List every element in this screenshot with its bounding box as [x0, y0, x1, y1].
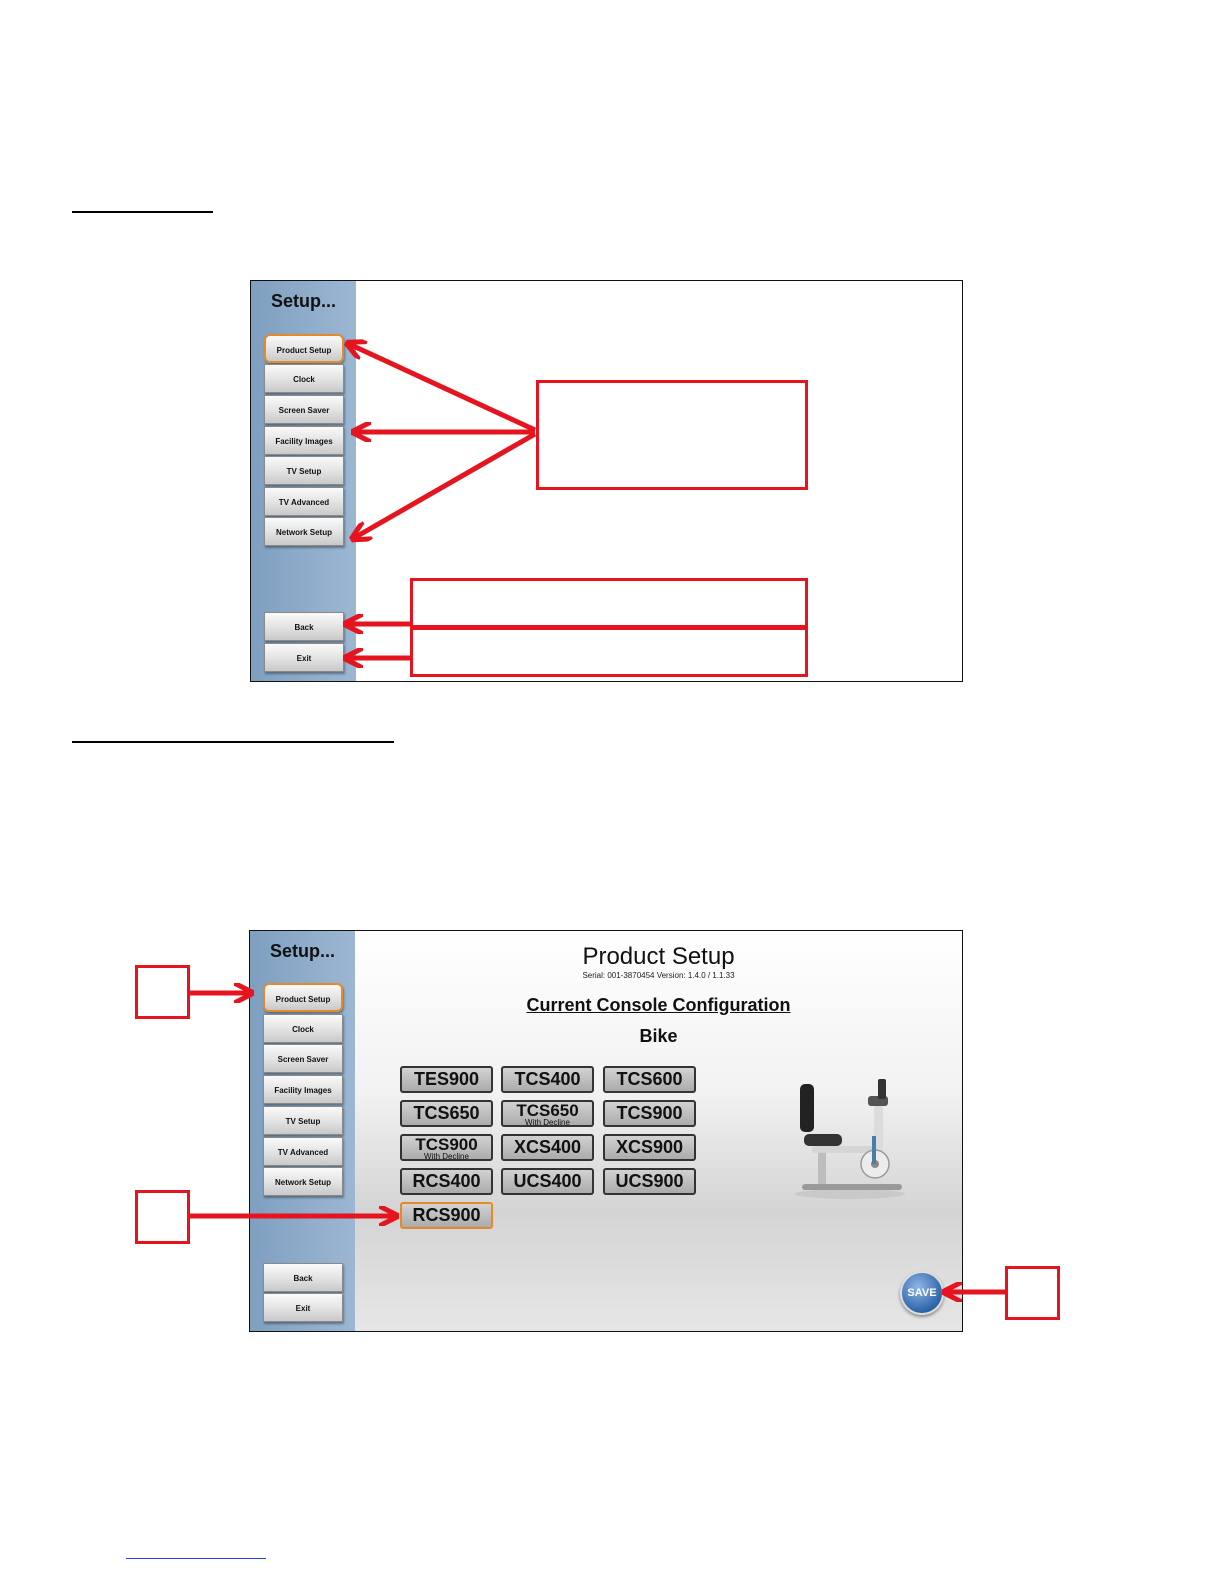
- model-tcs400-button[interactable]: TCS400: [501, 1066, 594, 1093]
- menu-tv-setup-button[interactable]: TV Setup: [263, 1106, 343, 1135]
- model-label: TCS650: [516, 1101, 579, 1120]
- model-label: UCS400: [513, 1171, 582, 1191]
- model-label: UCS900: [615, 1171, 684, 1191]
- model-label: TCS900: [415, 1135, 478, 1154]
- menu-network-setup-button[interactable]: Network Setup: [264, 517, 344, 546]
- sidebar: Setup... Product Setup Clock Screen Save…: [251, 281, 356, 681]
- annotation-number-box-2: [135, 1190, 190, 1244]
- arrow-to-network-setup: [354, 431, 537, 538]
- section-heading-underline-1: [72, 211, 213, 213]
- menu-network-setup-button[interactable]: Network Setup: [263, 1167, 343, 1196]
- sidebar-title: Setup...: [270, 941, 336, 961]
- main-setup-screenshot: Setup... Product Setup Clock Screen Save…: [250, 280, 963, 682]
- model-sublabel: With Decline: [424, 1152, 469, 1161]
- model-label: XCS400: [513, 1137, 582, 1157]
- model-label: TES900: [413, 1069, 480, 1089]
- page-title: Product Setup: [582, 943, 735, 970]
- menu-product-setup-button[interactable]: Product Setup: [263, 983, 343, 1012]
- menu-clock-button[interactable]: Clock: [263, 1014, 343, 1043]
- model-label: TCS400: [514, 1069, 581, 1089]
- model-tcs600-button[interactable]: TCS600: [603, 1066, 696, 1093]
- config-type: Bike: [639, 1026, 678, 1046]
- model-sublabel: With Decline: [525, 1118, 570, 1127]
- exit-button[interactable]: Exit: [263, 1293, 343, 1322]
- model-tcs900-button[interactable]: TCS900: [603, 1100, 696, 1127]
- model-label: TCS600: [616, 1069, 683, 1089]
- section-heading-underline-2: [72, 741, 394, 743]
- product-setup-content: Product Setup Serial: 001-3870454 Versio…: [355, 931, 962, 1331]
- model-xcs400-button[interactable]: XCS400: [501, 1134, 594, 1161]
- model-xcs900-button[interactable]: XCS900: [603, 1134, 696, 1161]
- model-label: XCS900: [615, 1137, 684, 1157]
- model-label: TCS900: [616, 1103, 683, 1123]
- model-ucs400-button[interactable]: UCS400: [501, 1168, 594, 1195]
- menu-facility-images-button[interactable]: Facility Images: [263, 1075, 343, 1104]
- model-tcs650-decline-button[interactable]: TCS650 With Decline: [501, 1100, 594, 1127]
- menu-product-setup-button[interactable]: Product Setup: [264, 334, 344, 363]
- annotation-number-box-3: [1005, 1266, 1060, 1320]
- model-label: RCS900: [412, 1205, 481, 1225]
- arrow-to-product-setup: [349, 344, 537, 433]
- model-tes900-button[interactable]: TES900: [400, 1066, 493, 1093]
- model-label: TCS650: [413, 1103, 480, 1123]
- model-rcs400-button[interactable]: RCS400: [400, 1168, 493, 1195]
- save-button[interactable]: SAVE: [900, 1271, 944, 1315]
- model-label: RCS400: [412, 1171, 481, 1191]
- menu-screen-saver-button[interactable]: Screen Saver: [264, 395, 344, 424]
- serial-version-text: Serial: 001-3870454 Version: 1.4.0 / 1.1…: [582, 971, 735, 980]
- menu-clock-button[interactable]: Clock: [264, 364, 344, 393]
- footer-link-underline: [126, 1558, 266, 1559]
- config-heading: Current Console Configuration: [526, 995, 791, 1015]
- menu-tv-advanced-button[interactable]: TV Advanced: [264, 487, 344, 516]
- sidebar: Setup... Product Setup Clock Screen Save…: [250, 931, 355, 1331]
- product-setup-screenshot: Setup... Product Setup Clock Screen Save…: [249, 930, 963, 1332]
- callout-box-back: [410, 578, 808, 628]
- back-button[interactable]: Back: [263, 1263, 343, 1292]
- model-ucs900-button[interactable]: UCS900: [603, 1168, 696, 1195]
- callout-box-menu: [536, 380, 808, 490]
- menu-tv-advanced-button[interactable]: TV Advanced: [263, 1137, 343, 1166]
- menu-facility-images-button[interactable]: Facility Images: [264, 426, 344, 455]
- menu-screen-saver-button[interactable]: Screen Saver: [263, 1044, 343, 1073]
- callout-box-exit: [410, 627, 808, 677]
- model-rcs900-button[interactable]: RCS900: [400, 1202, 493, 1229]
- sidebar-title: Setup...: [271, 291, 337, 311]
- recumbent-bike-image: [795, 1079, 905, 1199]
- model-tcs650-button[interactable]: TCS650: [400, 1100, 493, 1127]
- menu-tv-setup-button[interactable]: TV Setup: [264, 456, 344, 485]
- annotation-number-box-1: [135, 965, 190, 1019]
- model-tcs900-decline-button[interactable]: TCS900 With Decline: [400, 1134, 493, 1161]
